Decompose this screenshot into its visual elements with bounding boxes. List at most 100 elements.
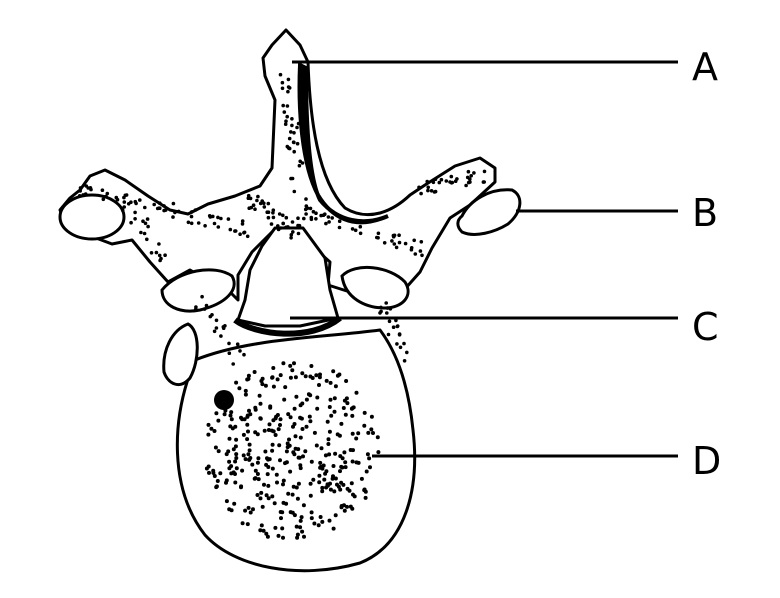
stipple-dot xyxy=(287,136,292,141)
stipple-dot xyxy=(277,443,282,448)
stipple-dot xyxy=(304,397,309,402)
stipple-dot xyxy=(309,215,314,220)
stipple-dot xyxy=(304,424,309,429)
stipple-dot xyxy=(226,449,231,454)
stipple-dot xyxy=(326,437,331,442)
stipple-dot xyxy=(332,396,337,401)
stipple-dot xyxy=(251,203,256,207)
stipple-dot xyxy=(239,484,244,489)
stipple-dot xyxy=(275,377,280,382)
stipple-dot xyxy=(101,197,106,202)
stipple-dot xyxy=(292,452,297,457)
stipple-dot xyxy=(292,406,297,411)
stipple-dot xyxy=(157,242,161,246)
stipple-dot xyxy=(206,432,211,437)
stipple-dot xyxy=(245,437,250,442)
stipple-dot xyxy=(314,443,319,448)
stipple-dot xyxy=(266,215,271,220)
stipple-dot xyxy=(362,487,367,492)
stipple-dot xyxy=(412,238,417,243)
stipple-dot xyxy=(292,131,296,135)
stipple-dot xyxy=(300,401,305,406)
stipple-dot xyxy=(296,231,301,236)
left-transverse-tip xyxy=(58,193,126,241)
stipple-dot xyxy=(234,452,239,457)
stipple-dot xyxy=(154,250,159,255)
stipple-dot xyxy=(397,240,402,245)
stipple-dot xyxy=(339,421,344,426)
stipple-dot xyxy=(138,198,142,202)
stipple-dot xyxy=(157,206,161,210)
stipple-dot xyxy=(298,518,303,523)
stipple-dot xyxy=(252,370,257,374)
stipple-dot xyxy=(240,219,245,223)
stipple-dot xyxy=(229,471,234,476)
stipple-dot xyxy=(298,463,303,468)
stipple-dot xyxy=(238,349,242,353)
stipple-dot xyxy=(275,480,279,485)
stipple-dot xyxy=(294,524,299,529)
stipple-dot xyxy=(283,461,287,466)
stipple-dot xyxy=(255,198,259,203)
stipple-dot xyxy=(232,501,237,506)
stipple-dot xyxy=(482,180,487,184)
stipple-dot xyxy=(193,208,198,212)
stipple-dot xyxy=(314,373,319,378)
stipple-dot xyxy=(143,221,148,226)
stipple-dot xyxy=(295,532,300,537)
stipple-dot xyxy=(316,523,321,528)
stipple-dot xyxy=(247,408,251,413)
stipple-dot xyxy=(299,416,304,421)
stipple-dot xyxy=(295,496,300,501)
stipple-dot xyxy=(309,459,314,464)
stipple-dot xyxy=(326,442,331,446)
stipple-dot xyxy=(261,528,266,533)
stipple-dot xyxy=(299,515,304,520)
stipple-dot xyxy=(81,193,85,197)
stipple-dot xyxy=(243,457,248,462)
stipple-dot xyxy=(303,449,308,454)
stipple-dot xyxy=(395,342,399,346)
stipple-dot xyxy=(233,444,238,449)
stipple-dot xyxy=(307,414,312,419)
stipple-dot xyxy=(281,361,286,366)
stipple-dot xyxy=(344,379,349,383)
stipple-dot xyxy=(356,431,361,436)
stipple-dot xyxy=(276,224,280,228)
stipple-dot xyxy=(246,505,251,510)
stipple-dot xyxy=(341,406,346,410)
stipple-dot xyxy=(142,231,147,236)
stipple-dot xyxy=(288,363,293,368)
stipple-dot xyxy=(212,429,217,433)
stipple-dot xyxy=(211,468,216,473)
stipple-dot xyxy=(124,193,129,197)
stipple-dot xyxy=(162,208,166,213)
stipple-dot xyxy=(266,457,271,462)
stipple-dot xyxy=(271,215,276,220)
stipple-dot xyxy=(312,430,317,435)
stipple-dot xyxy=(210,313,214,317)
stipple-dot xyxy=(392,233,397,238)
stipple-dot xyxy=(347,488,352,493)
stipple-dot xyxy=(354,436,359,441)
stipple-dot xyxy=(376,231,381,236)
stipple-dot xyxy=(322,477,327,482)
stipple-dot xyxy=(262,201,266,205)
stipple-dot xyxy=(245,422,250,427)
stipple-dot xyxy=(206,464,211,469)
stipple-dot xyxy=(287,437,291,442)
stipple-dot xyxy=(209,426,214,431)
stipple-dot xyxy=(171,215,175,219)
stipple-dot xyxy=(211,214,215,219)
stipple-dot xyxy=(466,169,471,174)
stipple-dot xyxy=(149,251,154,255)
stipple-dot xyxy=(224,480,228,485)
stipple-dot xyxy=(278,458,282,463)
stipple-dot xyxy=(330,216,335,220)
stipple-dot xyxy=(367,456,372,461)
stipple-dot xyxy=(425,179,430,184)
stipple-dot xyxy=(300,371,305,376)
stipple-dot xyxy=(364,469,369,474)
stipple-dot xyxy=(223,408,228,413)
stipple-dot xyxy=(280,510,285,515)
